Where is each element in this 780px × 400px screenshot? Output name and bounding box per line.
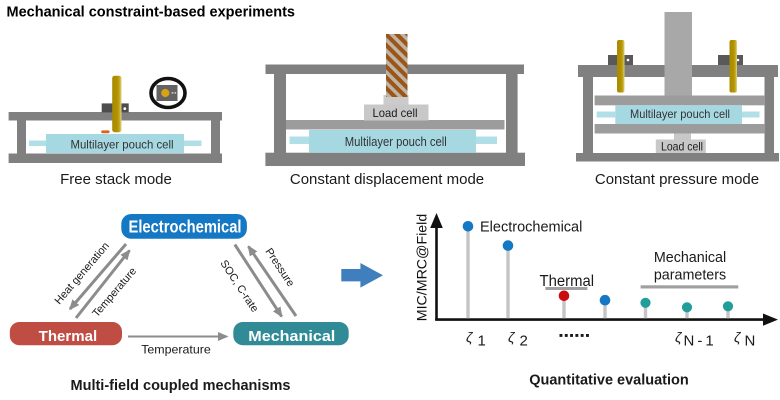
- svg-text:ζN: ζN: [734, 329, 755, 350]
- svg-text:Mechanical constraint-based ex: Mechanical constraint-based experiments: [7, 5, 296, 21]
- svg-text:ζ2: ζ2: [508, 329, 528, 350]
- svg-text:Free stack mode: Free stack mode: [60, 171, 172, 188]
- svg-text:Constant displacement mode: Constant displacement mode: [290, 171, 484, 188]
- svg-text:Electrochemical: Electrochemical: [129, 217, 242, 237]
- svg-text:Thermal: Thermal: [39, 328, 98, 345]
- svg-text:MIC/MRC@Field: MIC/MRC@Field: [415, 214, 431, 321]
- svg-text:Multilayer pouch cell: Multilayer pouch cell: [71, 138, 174, 152]
- svg-text:parameters: parameters: [654, 268, 726, 284]
- svg-text:Temperature: Temperature: [141, 343, 211, 357]
- svg-text:Multilayer pouch cell: Multilayer pouch cell: [345, 135, 447, 149]
- svg-text:Thermal: Thermal: [540, 273, 595, 290]
- svg-text:SOC, C-rate: SOC, C-rate: [217, 258, 260, 315]
- svg-text:Quantitative evaluation: Quantitative evaluation: [529, 373, 689, 389]
- svg-text:Load cell: Load cell: [661, 140, 703, 154]
- svg-text:ζ1: ζ1: [466, 329, 486, 350]
- svg-text:ζN - 1: ζN - 1: [675, 329, 714, 350]
- svg-text:Electrochemical: Electrochemical: [480, 219, 582, 235]
- svg-text:Multilayer pouch cell: Multilayer pouch cell: [630, 107, 730, 121]
- svg-text:Mechanical: Mechanical: [248, 328, 335, 345]
- svg-text:Multi-field coupled mechanisms: Multi-field coupled mechanisms: [71, 378, 291, 394]
- svg-text:Pressure: Pressure: [262, 246, 296, 289]
- svg-text:Load cell: Load cell: [373, 106, 418, 120]
- svg-text:Constant pressure mode: Constant pressure mode: [595, 171, 759, 188]
- svg-text:Mechanical: Mechanical: [654, 250, 726, 266]
